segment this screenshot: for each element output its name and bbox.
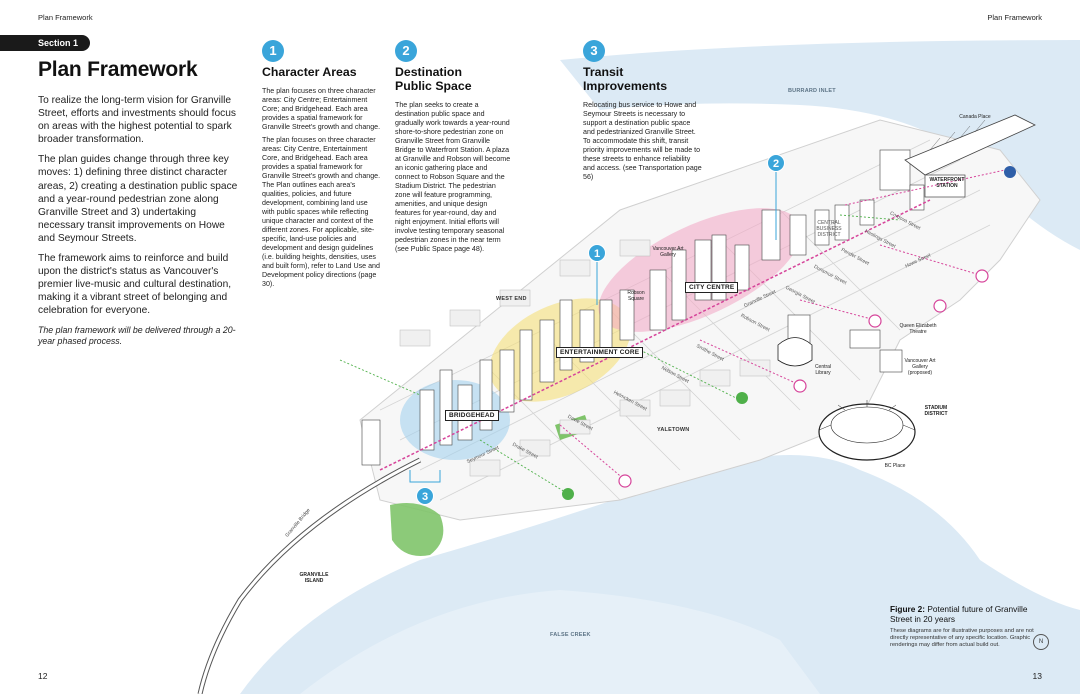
page-number-left: 12 bbox=[38, 671, 48, 681]
badge-leaders bbox=[409, 172, 777, 483]
context-blocks bbox=[399, 239, 771, 477]
page-number-right: 13 bbox=[1032, 671, 1042, 681]
intro-paragraph: The framework aims to reinforce and buil… bbox=[38, 253, 232, 317]
zone-entertainment-core: ENTERTAINMENT CORE bbox=[556, 347, 644, 358]
canada-place bbox=[904, 114, 1036, 176]
label-queen-elizabeth-theatre: Queen Elizabeth Theatre bbox=[899, 323, 937, 335]
false-creek-water-lower bbox=[300, 590, 820, 694]
label-burrard-inlet: BURRARD INLET bbox=[788, 88, 836, 94]
label-vancouver-art-gallery: Vancouver Art Gallery bbox=[652, 246, 684, 258]
label-west-end: WEST END bbox=[496, 296, 527, 302]
granville-street-spine bbox=[379, 199, 931, 471]
running-head-right: Plan Framework bbox=[987, 13, 1042, 22]
move-2-paragraph: The plan seeks to create a destination p… bbox=[395, 101, 511, 253]
transit-lines bbox=[559, 169, 1006, 481]
canada-place-sails bbox=[929, 119, 986, 151]
label-stadium-district: STADIUM DISTRICT bbox=[924, 405, 948, 417]
move-3-title: Transit Improvements bbox=[583, 65, 668, 93]
label-granville-island: GRANVILLE ISLAND bbox=[299, 572, 329, 584]
page-title: Plan Framework bbox=[38, 58, 198, 81]
move-1-column: Character Areas The plan focuses on thre… bbox=[262, 65, 382, 293]
move-1-title: Character Areas bbox=[262, 65, 357, 79]
label-waterfront-station: WATERFRONT STATION bbox=[929, 177, 965, 189]
move-3-paragraph: Relocating bus service to Howe and Seymo… bbox=[583, 101, 702, 181]
running-head-left: Plan Framework bbox=[38, 13, 93, 22]
move-1-badge: 1 bbox=[262, 40, 284, 62]
figure-caption: Figure 2: Potential future of Granville … bbox=[890, 604, 1040, 649]
map-badge-2: 2 bbox=[767, 154, 785, 172]
park-area bbox=[390, 502, 444, 556]
map-badge-1: 1 bbox=[588, 244, 606, 262]
figure-title: Figure 2: Potential future of Granville … bbox=[890, 604, 1040, 624]
zone-city-centre: CITY CENTRE bbox=[685, 282, 739, 293]
map-badge-3: 3 bbox=[416, 487, 434, 505]
move-3-badge: 3 bbox=[583, 40, 605, 62]
north-arrow-icon: N bbox=[1033, 634, 1049, 650]
label-canada-place: Canada Place bbox=[959, 114, 991, 120]
bc-place-ribs bbox=[818, 400, 916, 431]
label-central-business-district: CENTRAL BUSINESS DISTRICT bbox=[816, 220, 842, 238]
label-yaletown: YALETOWN bbox=[657, 427, 690, 433]
label-new-art-gallery: Vancouver Art Gallery (proposed) bbox=[904, 358, 936, 376]
move-2-badge: 2 bbox=[395, 40, 417, 62]
move-2-title: Destination Public Space bbox=[395, 65, 472, 93]
section-tab: Section 1 bbox=[0, 35, 90, 51]
bc-place-roof bbox=[830, 406, 904, 444]
move-1-paragraph: The plan focuses on three character area… bbox=[262, 87, 381, 131]
central-library bbox=[777, 337, 813, 367]
figure-note: These diagrams are for illustrative purp… bbox=[890, 628, 1034, 648]
move-1-paragraph: The plan focuses on three character area… bbox=[262, 136, 381, 288]
label-robson-square: Robson Square bbox=[627, 290, 645, 302]
move-3-column: Transit Improvements Relocating bus serv… bbox=[583, 65, 703, 186]
zone-bridgehead: BRIDGEHEAD bbox=[445, 410, 499, 421]
label-false-creek: FALSE CREEK bbox=[550, 632, 591, 638]
figure-title-text: Potential future of Granville Street in … bbox=[890, 604, 1028, 624]
intro-paragraph: The plan guides change through three key… bbox=[38, 154, 238, 244]
intro-note: The plan framework will be delivered thr… bbox=[38, 324, 236, 346]
bike-routes bbox=[339, 214, 901, 496]
label-bc-place: BC Place bbox=[884, 463, 906, 469]
transit-symbols bbox=[562, 166, 1016, 500]
intro-text: To realize the long-term vision for Gran… bbox=[38, 94, 238, 354]
intro-paragraph: To realize the long-term vision for Gran… bbox=[38, 95, 237, 146]
burrard-inlet-water bbox=[560, 40, 1080, 250]
move-2-column: Destination Public Space The plan seeks … bbox=[395, 65, 512, 258]
label-central-library: Central Library bbox=[814, 364, 832, 376]
figure-label: Figure 2: bbox=[890, 604, 926, 614]
